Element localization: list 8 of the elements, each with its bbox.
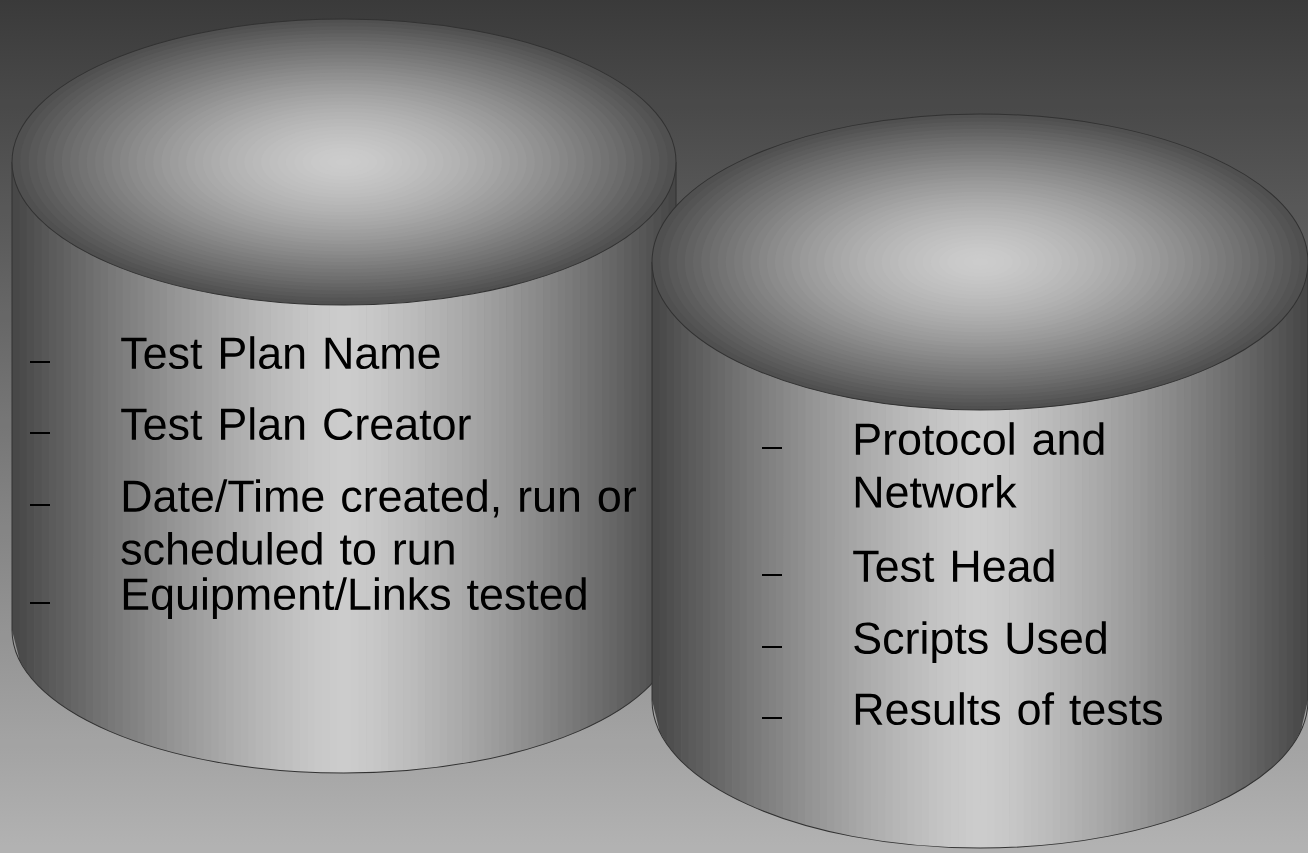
list-item: Results of tests	[855, 692, 1162, 726]
list-item: Test Plan Name	[121, 336, 440, 370]
list-item: Protocol and Network	[855, 422, 1104, 508]
list-item: Test Head	[853, 549, 1054, 583]
list-item: Equipment/Links tested	[123, 577, 586, 619]
list-item: Scripts Used	[854, 621, 1106, 663]
list-item: Date/Time created, run or scheduled to run	[121, 479, 636, 565]
list-item: Test Plan Creator	[121, 407, 471, 441]
